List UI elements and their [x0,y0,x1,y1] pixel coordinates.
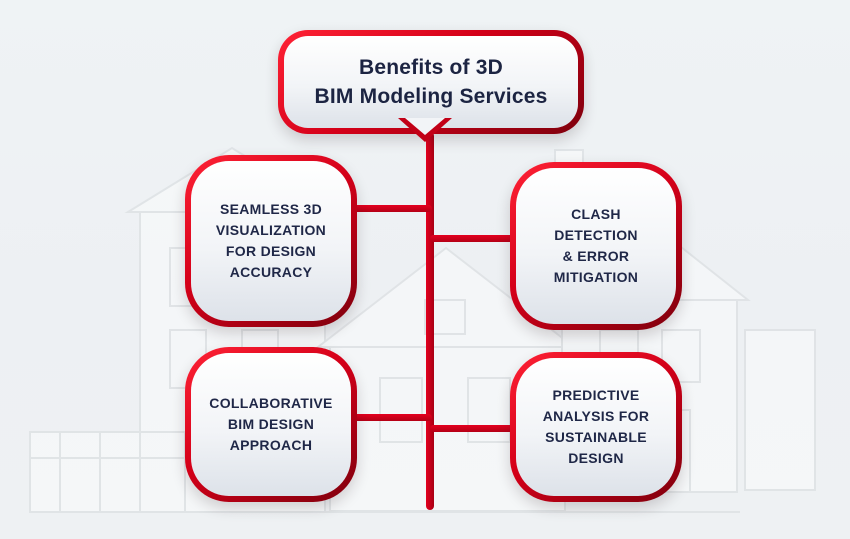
node-fill: CLASH DETECTION & ERROR MITIGATION [516,168,676,324]
connector-branch-top-right [430,235,514,242]
connector-branch-top-left [342,205,432,212]
node-fill: COLLABORATIVE BIM DESIGN APPROACH [191,353,351,496]
main-title-box-fill: Benefits of 3D BIM Modeling Services [284,36,578,128]
connector-branch-bottom-left [342,414,432,421]
page-title: Benefits of 3D BIM Modeling Services [314,55,548,108]
node-fill: SEAMLESS 3D VISUALIZATION FOR DESIGN ACC… [191,161,351,321]
node-box-seamless-3d-visualization: SEAMLESS 3D VISUALIZATION FOR DESIGN ACC… [185,155,357,327]
node-label: COLLABORATIVE BIM DESIGN APPROACH [209,395,333,453]
node-fill: PREDICTIVE ANALYSIS FOR SUSTAINABLE DESI… [516,358,676,496]
node-box-clash-detection: CLASH DETECTION & ERROR MITIGATION [510,162,682,330]
node-box-collaborative-bim-design: COLLABORATIVE BIM DESIGN APPROACH [185,347,357,502]
connector-branch-bottom-right [430,425,514,432]
title-bubble-tail-fill [405,118,445,135]
connector-trunk [426,132,434,510]
main-title-box: Benefits of 3D BIM Modeling Services [278,30,584,134]
node-box-predictive-analysis: PREDICTIVE ANALYSIS FOR SUSTAINABLE DESI… [510,352,682,502]
node-label: SEAMLESS 3D VISUALIZATION FOR DESIGN ACC… [215,201,327,280]
node-label: PREDICTIVE ANALYSIS FOR SUSTAINABLE DESI… [542,387,650,466]
node-label: CLASH DETECTION & ERROR MITIGATION [553,206,639,285]
